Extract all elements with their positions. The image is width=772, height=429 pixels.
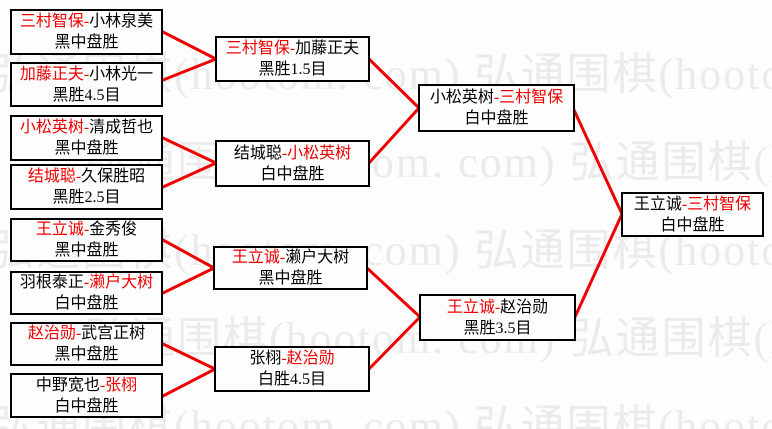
match-box-r1-2: 加藤正夫-小林光一 黑胜4.5目	[10, 62, 163, 107]
dash: -	[83, 274, 90, 291]
watermark-text: 弘通围棋(hootom. com) 弘通围棋(hootom. com) 弘通围棋…	[85, 138, 772, 187]
match-result: 白胜4.5目	[257, 371, 326, 388]
match-result: 白中盘胜	[260, 165, 325, 183]
connector-line	[572, 108, 624, 216]
player-name: 王立诚	[446, 298, 495, 316]
match-box-sf-2: 王立诚-赵治勋 黑胜3.5目	[419, 294, 576, 341]
dash: -	[99, 376, 106, 394]
player-name: 加藤正夫	[19, 65, 84, 83]
player-name: 久保胜昭	[81, 168, 146, 185]
player-name: 三村智保	[225, 40, 290, 57]
dash: -	[83, 221, 90, 238]
player-name: 三村智保	[687, 195, 752, 213]
player-name: 赵治勋	[286, 350, 335, 367]
dash: -	[75, 325, 82, 342]
match-result: 白中盘胜	[54, 295, 119, 312]
connector-line	[161, 136, 218, 165]
match-result: 黑胜2.5目	[52, 189, 121, 206]
player-name: 小松英树	[19, 119, 84, 136]
match-box-r2-4: 张栩-赵治勋 白胜4.5目	[214, 346, 370, 392]
match-box-r1-7: 赵治勋-武宫正树 黑中盘胜	[10, 322, 163, 366]
player-name: 中野宽也	[35, 376, 100, 394]
player-name: 加藤正夫	[295, 40, 360, 57]
match-box-r1-5: 王立诚-金秀俊 黑中盘胜	[10, 218, 163, 262]
player-name: 羽根泰正	[19, 274, 84, 291]
dash: -	[493, 89, 500, 106]
player-name: 清成哲也	[89, 119, 154, 136]
dash: -	[289, 40, 296, 57]
player-name: 结城聪	[27, 168, 76, 185]
connector-line	[365, 266, 422, 319]
match-result: 黑中盘胜	[54, 140, 119, 157]
player-name: 濑户大树	[89, 274, 154, 291]
player-name: 小松英树	[287, 144, 352, 162]
dash: -	[281, 350, 287, 367]
player-name: 王立诚	[633, 195, 682, 213]
match-box-r2-1: 三村智保-加藤正夫 黑胜1.5目	[215, 36, 370, 82]
dash: -	[279, 249, 286, 266]
player-name: 小松英树	[429, 89, 494, 106]
match-result: 黑胜1.5目	[258, 61, 327, 78]
match-box-r1-8: 中野宽也-张栩 白中盘胜	[10, 373, 163, 418]
dash: -	[281, 144, 288, 162]
match-result: 黑中盘胜	[54, 346, 119, 363]
player-name: 赵治勋	[500, 298, 549, 316]
dash: -	[75, 168, 82, 185]
player-name: 小林光一	[89, 65, 154, 83]
connector-line	[573, 212, 624, 319]
dash: -	[83, 13, 90, 30]
player-name: 三村智保	[19, 13, 84, 30]
match-box-final: 王立诚-三村智保 白中盘胜	[621, 192, 764, 237]
match-box-r2-3: 王立诚-濑户大树 黑中盘胜	[213, 246, 368, 290]
match-result: 黑中盘胜	[54, 242, 119, 259]
player-name: 小林泉美	[89, 13, 154, 30]
match-box-r1-4: 结城聪-久保胜昭 黑胜2.5目	[10, 164, 163, 210]
player-name: 张栩	[249, 350, 282, 367]
player-name: 王立诚	[231, 249, 280, 266]
connector-line	[161, 266, 216, 295]
connector-line	[161, 367, 217, 398]
player-name: 濑户大树	[285, 249, 350, 266]
match-box-r1-6: 羽根泰正-濑户大树 白中盘胜	[10, 271, 163, 315]
player-name: 三村智保	[499, 89, 564, 106]
dash: -	[681, 195, 688, 213]
match-box-sf-1: 小松英树-三村智保 白中盘胜	[418, 84, 575, 132]
player-name: 武宫正树	[81, 325, 146, 342]
match-result: 白中盘胜	[54, 397, 119, 415]
match-box-r2-2: 结城聪-小松英树 白中盘胜	[215, 140, 370, 187]
match-result: 黑胜3.5目	[463, 319, 532, 337]
player-name: 结城聪	[233, 144, 282, 162]
match-result: 白中盘胜	[660, 216, 725, 234]
connector-line	[367, 315, 422, 371]
match-result: 白中盘胜	[464, 110, 529, 127]
player-name: 王立诚	[35, 221, 84, 238]
connector-line	[161, 161, 218, 189]
dash: -	[494, 298, 501, 316]
player-name: 金秀俊	[89, 221, 138, 238]
match-result: 黑胜4.5目	[52, 86, 121, 104]
connector-line	[367, 57, 421, 110]
dash: -	[83, 119, 90, 136]
connector-line	[367, 106, 421, 165]
connector-line	[161, 238, 216, 270]
player-name: 张栩	[105, 376, 138, 394]
player-name: 赵治勋	[27, 325, 76, 342]
connector-line	[161, 342, 217, 371]
match-result: 黑中盘胜	[258, 270, 323, 287]
connector-line	[161, 57, 218, 82]
match-box-r1-1: 三村智保-小林泉美 黑中盘胜	[10, 9, 163, 55]
match-result: 黑中盘胜	[54, 34, 119, 51]
dash: -	[83, 65, 90, 83]
connector-line	[161, 30, 218, 61]
match-box-r1-3: 小松英树-清成哲也 黑中盘胜	[10, 115, 163, 161]
